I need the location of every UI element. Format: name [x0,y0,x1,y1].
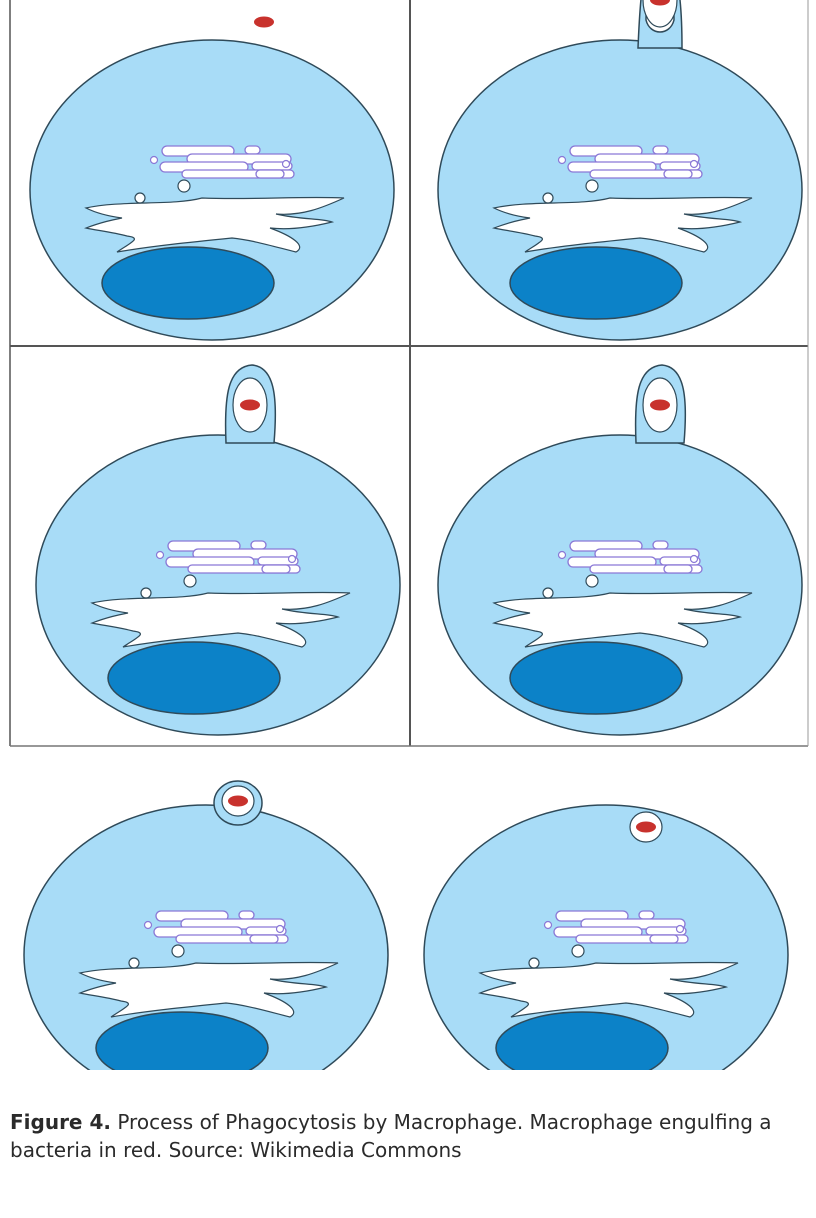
vesicle [559,157,566,164]
lysosome [586,180,598,192]
er-bud [543,588,553,598]
bacterium [650,400,670,411]
golgi-cisterna [251,541,266,549]
golgi-cisterna [664,565,692,573]
lysosome [572,945,584,957]
bacterium [240,400,260,411]
bacterium [254,17,274,28]
golgi-cisterna [650,935,678,943]
vesicle [157,552,164,559]
caption-label: Figure 4. [10,1110,111,1134]
caption-text: Process of Phagocytosis by Macrophage. M… [10,1110,772,1162]
bacterium [228,796,248,807]
golgi-cisterna [653,146,668,154]
vesicle [545,922,552,929]
golgi-cisterna [262,565,290,573]
golgi-cisterna [239,911,254,919]
er-bud [135,193,145,203]
lysosome [178,180,190,192]
lysosome [586,575,598,587]
lysosome [172,945,184,957]
nucleus [510,247,682,319]
vesicle [151,157,158,164]
golgi-cisterna [256,170,284,178]
nucleus [108,642,280,714]
er-bud [543,193,553,203]
cell-panel-3 [36,365,400,735]
cell-panel-6 [424,805,788,1070]
figure-caption: Figure 4. Process of Phagocytosis by Mac… [10,1108,800,1164]
cell-panel-1 [30,17,394,341]
er-bud [129,958,139,968]
cell-panel-2 [438,0,802,340]
vesicle [283,161,290,168]
vesicle [677,926,684,933]
golgi-cisterna [639,911,654,919]
nucleus [102,247,274,319]
er-bud [141,588,151,598]
golgi-cisterna [664,170,692,178]
cell-panel-5 [24,781,388,1070]
bacterium [636,822,656,833]
golgi-cisterna [245,146,260,154]
vesicle [691,161,698,168]
cell-panel-4 [438,365,802,735]
vesicle [289,556,296,563]
golgi-cisterna [250,935,278,943]
er-bud [529,958,539,968]
vesicle [145,922,152,929]
lysosome [184,575,196,587]
phagocytosis-figure [0,0,816,1070]
nucleus [510,642,682,714]
vesicle [691,556,698,563]
golgi-cisterna [653,541,668,549]
vesicle [277,926,284,933]
vesicle [559,552,566,559]
cell-panels [24,0,802,1070]
